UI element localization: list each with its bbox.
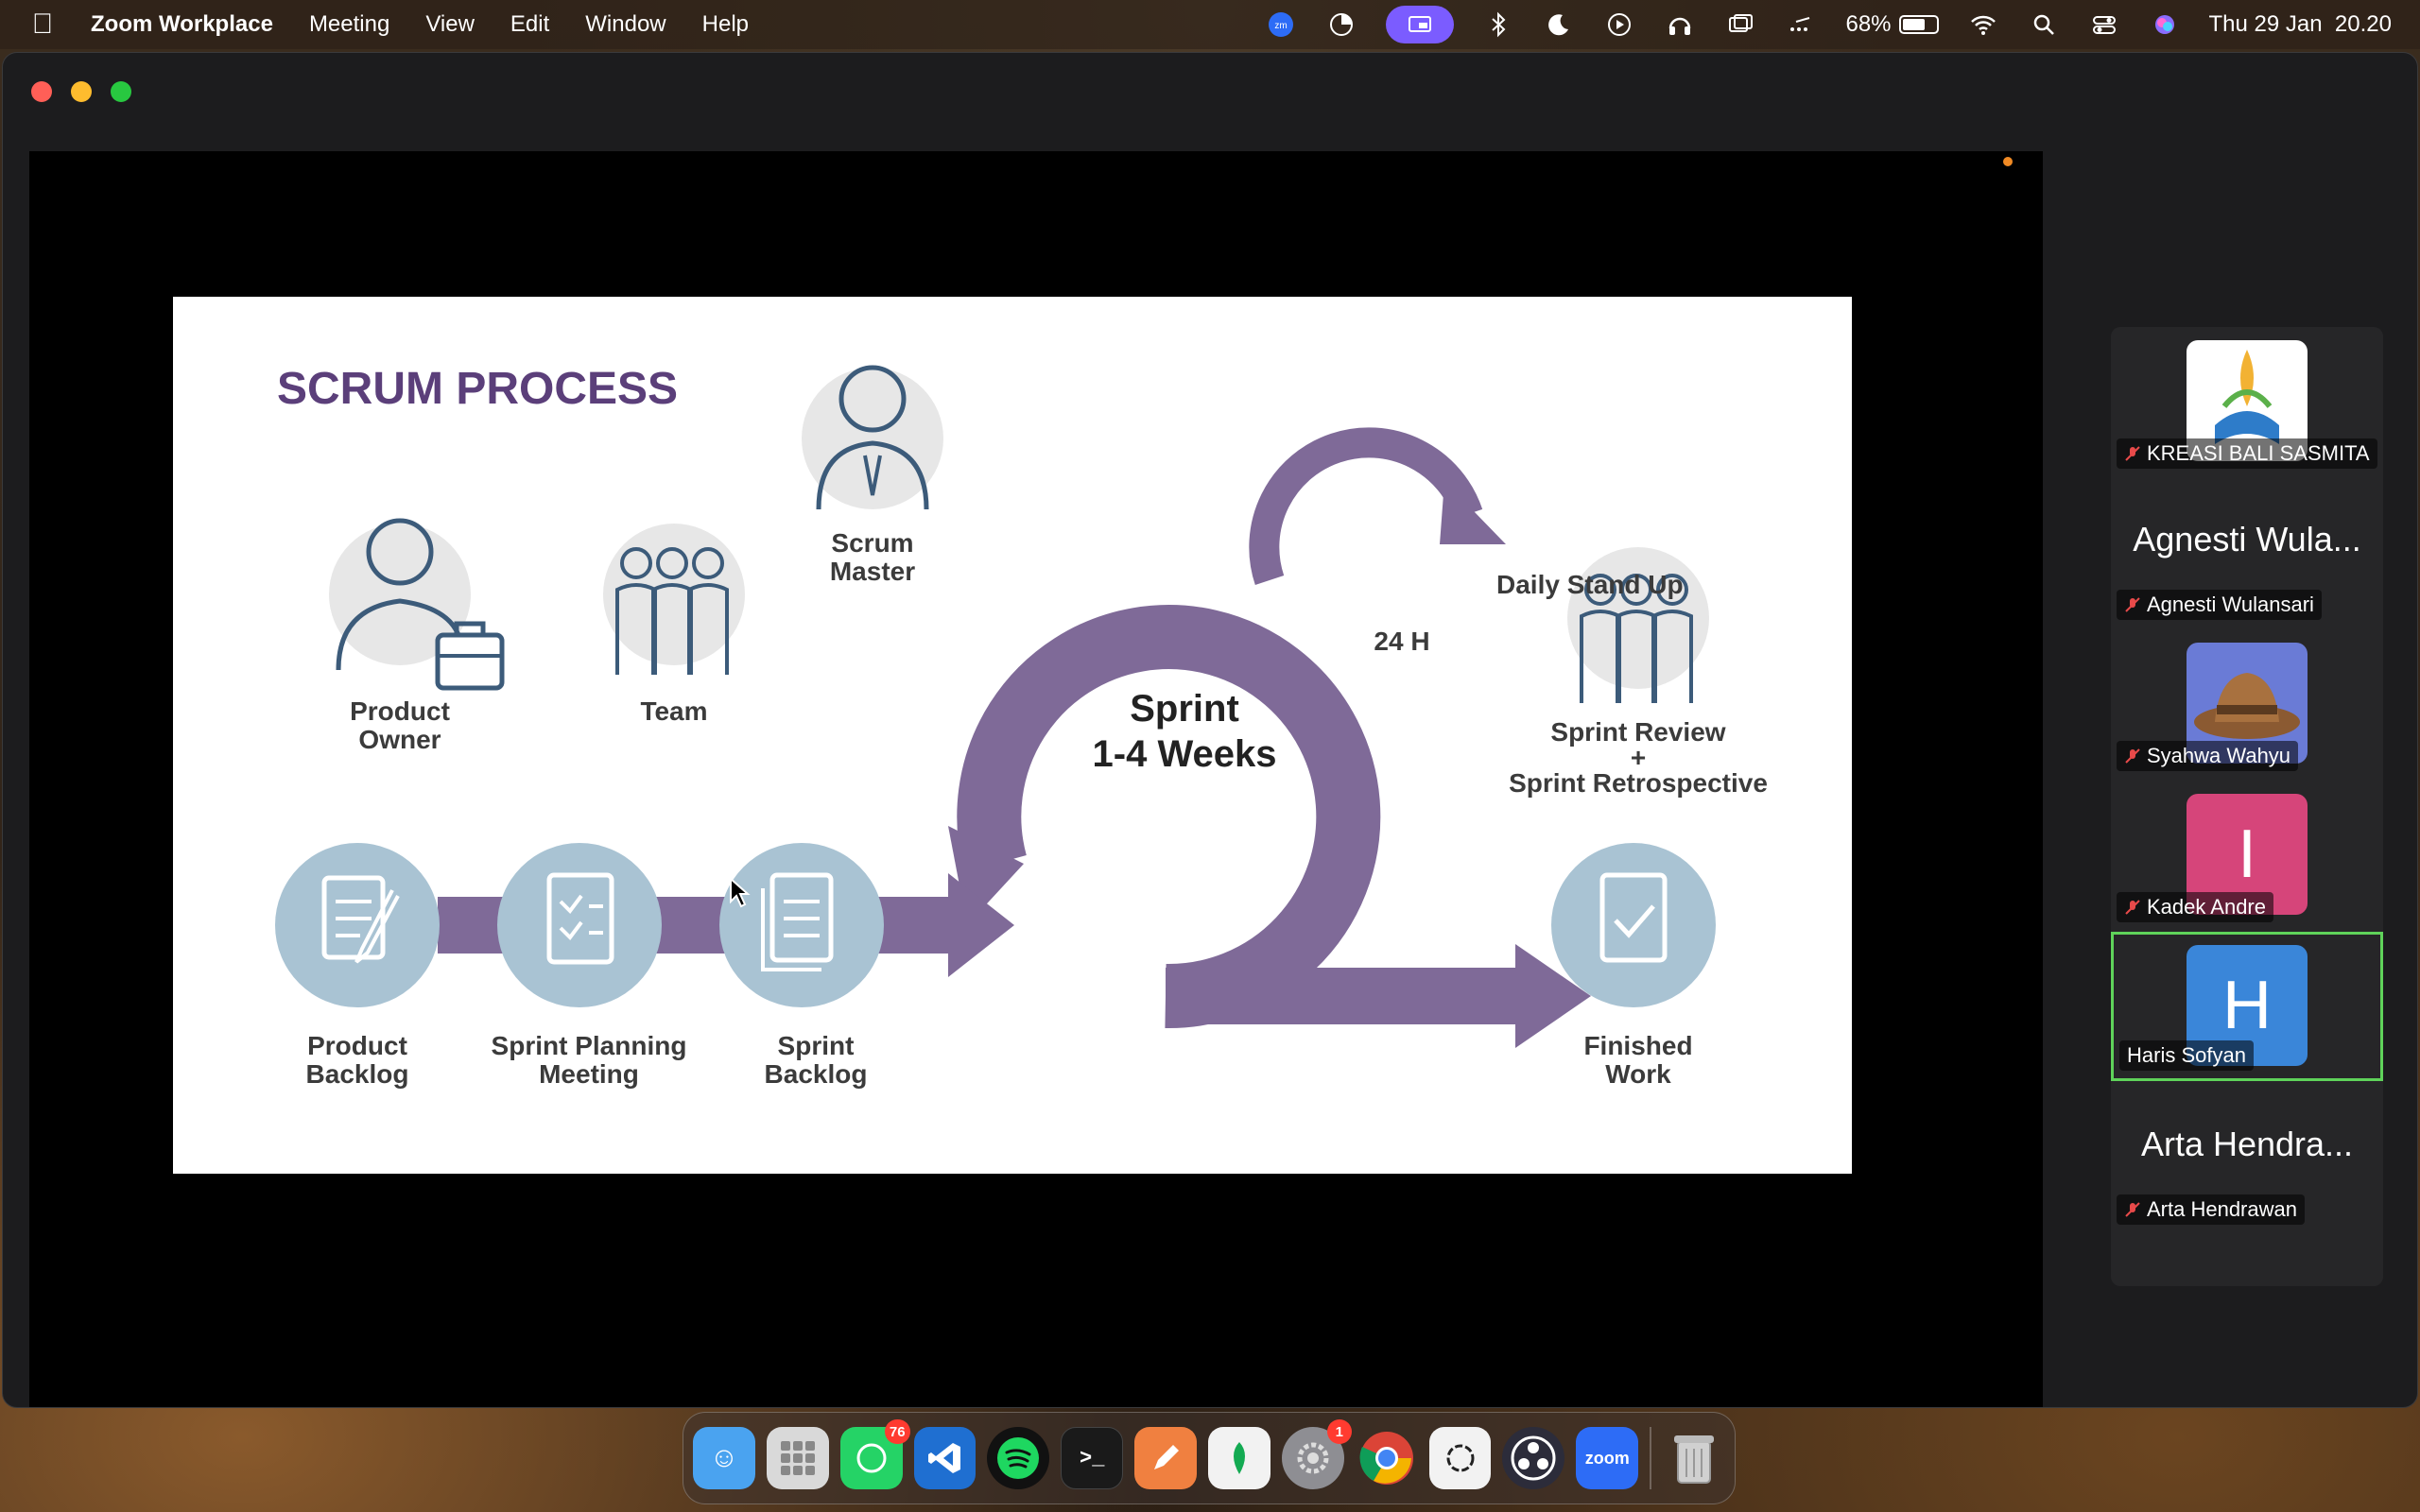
sprint-backlog-label: Sprint Backlog	[764, 1031, 868, 1089]
menu-bar:  Zoom Workplace Meeting View Edit Windo…	[0, 0, 2420, 49]
pen-icon[interactable]	[1134, 1427, 1198, 1489]
participant-label: Kadek Andre	[2117, 892, 2273, 922]
mic-off-icon	[2125, 1202, 2140, 1217]
shared-slide: SCRUM PROCESS Scrum Master Product Owner…	[173, 297, 1852, 1174]
battery-icon	[1898, 15, 1939, 34]
zoom-icon[interactable]: zm	[1265, 9, 1297, 41]
apple-icon[interactable]: 	[28, 9, 57, 41]
dock: ☺ 76 >_ 1 zoom	[683, 1412, 1736, 1504]
mouse-cursor-icon	[730, 877, 751, 908]
battery-percent: 68%	[1845, 11, 1892, 37]
mongodb-icon[interactable]	[1208, 1427, 1270, 1489]
sprint-planning-label: Sprint Planning Meeting	[491, 1031, 687, 1089]
play-icon[interactable]	[1603, 9, 1635, 41]
headphones-icon[interactable]	[1664, 9, 1696, 41]
finder-icon[interactable]: ☺	[693, 1427, 755, 1489]
color-picker-icon[interactable]	[1325, 9, 1357, 41]
menu-help[interactable]: Help	[701, 11, 749, 37]
whatsapp-icon[interactable]: 76	[839, 1419, 910, 1489]
scrum-diagram	[275, 365, 1716, 1048]
mic-off-icon	[2125, 597, 2140, 612]
screen-share-icon[interactable]	[1386, 6, 1455, 43]
scrum-master-icon	[802, 365, 943, 510]
whatsapp-badge: 76	[884, 1419, 910, 1444]
sprint-review-icon	[1567, 547, 1709, 703]
participants-panel[interactable]: KREASI BALI SASMITA Agnesti Wula... Agne…	[2111, 327, 2383, 1286]
window-controls	[31, 81, 131, 102]
display-icon[interactable]	[1724, 9, 1756, 41]
search-icon[interactable]	[2028, 9, 2060, 41]
scrum-master-label: Scrum Master	[829, 528, 916, 586]
zoom-icon[interactable]: zoom	[1576, 1427, 1639, 1489]
chrome-icon[interactable]	[1356, 1427, 1418, 1489]
sprint-label: Sprint 1-4 Weeks	[1092, 688, 1277, 775]
participant-display-name: Agnesti Wula...	[2133, 520, 2361, 558]
settings-icon[interactable]: 1	[1281, 1419, 1352, 1489]
finished-work-label: Finished Work	[1583, 1031, 1693, 1089]
participant-label: KREASI BALI SASMITA	[2117, 438, 2377, 469]
dots-icon[interactable]	[1785, 9, 1817, 41]
cycle-time-label: 24 H	[1374, 627, 1430, 656]
vscode-icon[interactable]	[913, 1427, 977, 1489]
participant-display-name: Arta Hendra...	[2140, 1125, 2354, 1163]
wifi-icon[interactable]	[1967, 9, 1999, 41]
participant-tile[interactable]: Syahwa Wahyu	[2111, 629, 2383, 779]
sprint-review-label: Sprint Review + Sprint Retrospective	[1509, 717, 1768, 798]
sprint-cycle-arrow	[948, 427, 1591, 1048]
menu-window[interactable]: Window	[585, 11, 666, 37]
dock-separator	[1650, 1427, 1652, 1489]
participant-tile[interactable]: KREASI BALI SASMITA	[2111, 327, 2383, 476]
participant-tile[interactable]: Arta Hendra... Arta Hendrawan	[2111, 1083, 2383, 1232]
mic-off-icon	[2125, 748, 2140, 764]
menu-app-name[interactable]: Zoom Workplace	[91, 11, 273, 37]
trash-icon[interactable]	[1663, 1427, 1725, 1489]
menu-meeting[interactable]: Meeting	[308, 11, 390, 37]
menu-edit[interactable]: Edit	[510, 11, 550, 37]
fullscreen-window-button[interactable]	[111, 81, 131, 102]
bluetooth-icon[interactable]	[1482, 9, 1514, 41]
svg-text:zm: zm	[1275, 21, 1288, 31]
zoom-meeting-window: SCRUM PROCESS Scrum Master Product Owner…	[2, 52, 2418, 1408]
team-icon	[603, 524, 745, 675]
team-label: Team	[640, 696, 708, 726]
backlog-flow	[275, 843, 1716, 1007]
moon-icon[interactable]	[1543, 9, 1575, 41]
product-owner-label: Product Owner	[350, 696, 450, 754]
daily-stand-up-label: Daily Stand Up	[1496, 570, 1684, 599]
recording-indicator	[2003, 157, 2013, 166]
participant-label: Haris Sofyan	[2119, 1040, 2254, 1071]
participant-tile[interactable]: Agnesti Wula... Agnesti Wulansari	[2111, 478, 2383, 627]
menu-view[interactable]: View	[425, 11, 475, 37]
participant-label: Syahwa Wahyu	[2117, 741, 2299, 771]
settings-badge: 1	[1326, 1419, 1352, 1444]
battery-indicator[interactable]: 68%	[1845, 11, 1939, 38]
menubar-clock[interactable]: Thu 29 Jan 20.20	[2208, 11, 2392, 37]
siri-icon[interactable]	[2149, 9, 2181, 41]
participant-tile-active-speaker[interactable]: H Haris Sofyan	[2111, 932, 2383, 1081]
product-owner-icon	[329, 518, 505, 691]
participant-tile[interactable]: I Kadek Andre	[2111, 781, 2383, 930]
chatgpt-icon[interactable]	[1428, 1427, 1492, 1489]
participant-label: Agnesti Wulansari	[2117, 590, 2322, 620]
slide-title: SCRUM PROCESS	[277, 364, 679, 414]
terminal-icon[interactable]: >_	[1061, 1427, 1124, 1489]
spotify-icon[interactable]	[987, 1427, 1050, 1489]
launchpad-icon[interactable]	[766, 1427, 829, 1489]
minimize-window-button[interactable]	[71, 81, 92, 102]
obs-icon[interactable]	[1502, 1427, 1565, 1489]
control-center-icon[interactable]	[2088, 9, 2120, 41]
mic-off-icon	[2125, 446, 2140, 461]
close-window-button[interactable]	[31, 81, 52, 102]
mic-off-icon	[2125, 900, 2140, 915]
product-backlog-label: Product Backlog	[305, 1031, 409, 1089]
participant-label: Arta Hendrawan	[2117, 1194, 2305, 1225]
